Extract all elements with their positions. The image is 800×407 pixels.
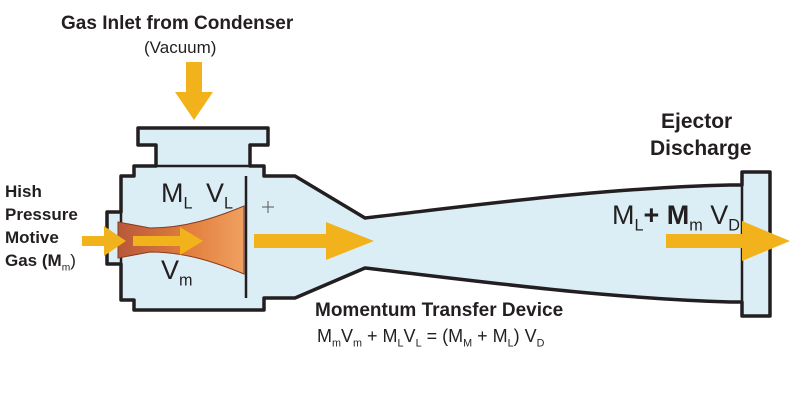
discharge-eq-v: V (710, 200, 729, 230)
eq-p5-sub: M (463, 337, 473, 350)
chamber-vl-sub: L (224, 194, 234, 213)
eq-p5: = (M (421, 326, 464, 346)
chamber-vm-sub: m (179, 271, 193, 290)
discharge-label-line2: Discharge (650, 137, 752, 160)
chamber-vl: V (206, 178, 225, 208)
chamber-vm-v: V (161, 255, 180, 285)
eq-p1: M (317, 326, 332, 346)
transfer-arrow (254, 222, 374, 260)
eq-p6-sub: L (507, 337, 514, 350)
chamber-vm: Vm (161, 255, 193, 290)
discharge-arrow (666, 221, 790, 261)
eq-p4-sub: L (415, 337, 422, 350)
motive-label-line4: Gas (Mm) (5, 251, 76, 274)
discharge-eq-v-sub: D (728, 216, 740, 235)
momentum-equation: MmVm + MLVL = (MM + ML) VD (317, 326, 545, 350)
eq-p3: + M (362, 326, 398, 346)
eq-p3-sub: L (397, 337, 404, 350)
motive-label-line2: Pressure (5, 205, 78, 224)
motive-label-line3: Motive (5, 228, 59, 247)
crosshair-icon (262, 201, 274, 213)
eq-p7-sub: D (536, 337, 545, 350)
inlet-title: Gas Inlet from Condenser (61, 13, 294, 34)
discharge-equation: ML+ Mm VD (612, 200, 740, 235)
discharge-eq-ml-sub: L (634, 216, 644, 235)
motive-label-gas: Gas (M (5, 251, 62, 270)
motive-label-line1: Hish (5, 182, 42, 201)
discharge-eq-plus-mm: + M (643, 200, 690, 230)
discharge-label-line1: Ejector (661, 110, 733, 133)
inlet-subtitle: (Vacuum) (144, 38, 217, 57)
jet-arrow (133, 227, 203, 255)
motive-inlet-arrow (82, 226, 126, 256)
inlet-arrow (175, 62, 213, 120)
discharge-eq-ml: M (612, 200, 635, 230)
eq-p1-sub: m (332, 337, 341, 350)
momentum-title: Momentum Transfer Device (315, 300, 564, 321)
eq-p6: + M (472, 326, 508, 346)
eq-p7: ) V (513, 326, 537, 346)
ejector-body-shape (105, 126, 772, 318)
motive-label-close: ) (70, 251, 76, 270)
motive-label-sub: m (61, 262, 71, 274)
eq-p2-sub: m (353, 337, 363, 350)
chamber-ml-vl: ML VL (161, 178, 234, 213)
chamber-ml-sub: L (183, 194, 193, 213)
eq-p2: V (341, 326, 354, 346)
discharge-eq-mm-sub: m (689, 216, 703, 235)
chamber-ml: M (161, 178, 184, 208)
eq-p4: V (403, 326, 416, 346)
